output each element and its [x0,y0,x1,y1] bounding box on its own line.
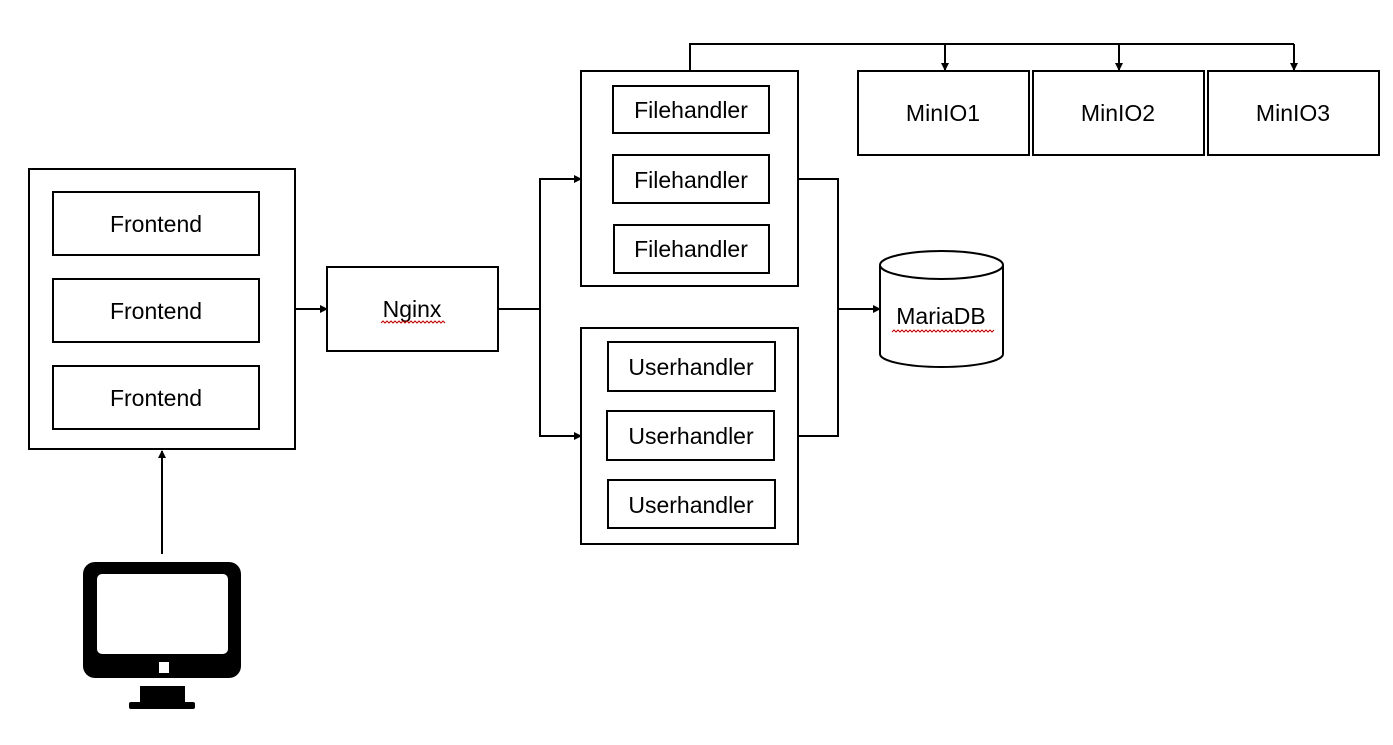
filehandler-to-minio-bus [689,43,1294,71]
nginx-to-filehandler-arrow [539,175,582,309]
nginx-to-userhandler-arrow [539,309,582,440]
minio-node: MinIO1 [857,70,1030,156]
mariadb-label: MariaDB [896,303,985,329]
frontend-label: Frontend [110,298,202,324]
spellcheck-underline [891,329,995,333]
minio-label: MinIO1 [906,100,980,126]
frontend-group: Frontend Frontend Frontend [28,168,296,450]
mariadb-node: MariaDB [879,250,1004,368]
filehandler-group: Filehandler Filehandler Filehandler [580,70,799,287]
frontend-node: Frontend [52,191,260,256]
frontend-node: Frontend [52,278,260,343]
spellcheck-underline [380,320,446,324]
userhandler-label: Userhandler [628,423,754,449]
userhandler-group: Userhandler Userhandler Userhandler [580,327,799,545]
nginx-node: Nginx [326,266,499,352]
frontend-node: Frontend [52,365,260,430]
userhandler-to-db-connector [798,309,839,437]
computer-monitor-icon [83,562,241,709]
userhandler-node: Userhandler [607,479,776,529]
filehandler-label: Filehandler [634,167,748,193]
userhandler-label: Userhandler [628,354,754,380]
minio-label: MinIO2 [1081,100,1155,126]
filehandler-label: Filehandler [634,236,748,262]
userhandler-label: Userhandler [628,492,754,518]
userhandler-node: Userhandler [607,341,776,392]
minio-node: MinIO2 [1032,70,1205,156]
filehandler-node: Filehandler [612,154,770,204]
filehandler-node: Filehandler [613,224,770,274]
filehandler-to-db-connector [798,178,839,309]
filehandler-label: Filehandler [634,97,748,123]
minio-node: MinIO3 [1207,70,1380,156]
filehandler-node: Filehandler [612,85,770,134]
nginx-label: Nginx [383,296,442,322]
frontend-label: Frontend [110,385,202,411]
database-cylinder-icon [879,265,1004,368]
userhandler-node: Userhandler [606,410,775,461]
frontend-label: Frontend [110,211,202,237]
minio-label: MinIO3 [1256,100,1330,126]
